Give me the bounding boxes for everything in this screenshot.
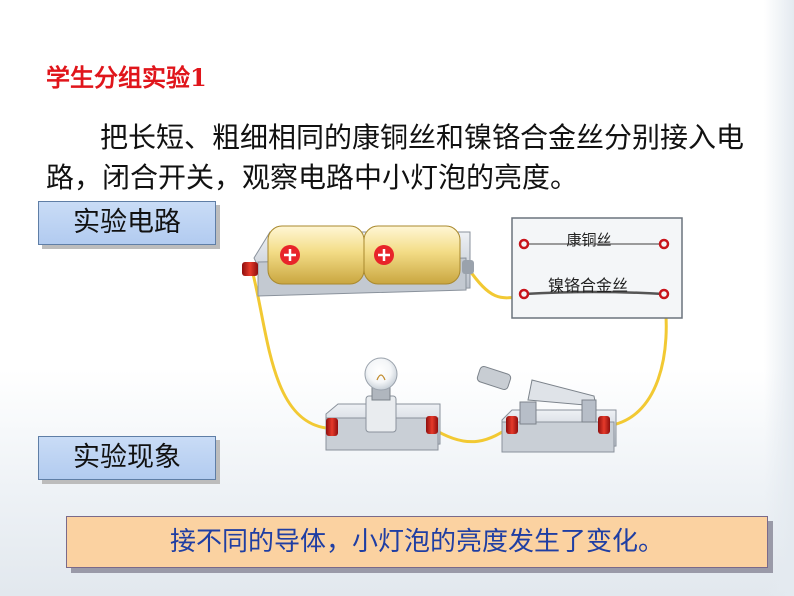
label-experiment-circuit: 实验电路 <box>38 201 216 245</box>
wire-lamp-to-switch <box>430 424 514 444</box>
label-nichrome-wire: 镍铬合金丝 <box>548 276 629 295</box>
board-terminal <box>518 288 530 300</box>
battery-terminal-left <box>242 262 258 276</box>
switch-terminal <box>598 416 610 434</box>
plus-icon <box>374 245 394 265</box>
background-stripe <box>764 0 794 596</box>
battery-holder <box>242 225 474 297</box>
switch-handle <box>476 365 512 391</box>
switch-terminal <box>506 416 518 434</box>
lamp-terminal <box>326 418 338 436</box>
experiment-description: 把长短、粗细相同的康铜丝和镍铬合金丝分别接入电路，闭合开关，观察电路中小灯泡的亮… <box>46 118 746 198</box>
battery-terminal-right <box>462 260 474 274</box>
board-terminal <box>518 238 530 250</box>
battery-cell-2 <box>363 225 461 285</box>
switch-blade <box>527 379 597 407</box>
lamp-holder <box>325 357 441 451</box>
board-terminal <box>658 288 670 300</box>
wire-battery-to-lamp <box>250 268 328 430</box>
light-bulb-icon <box>364 357 398 391</box>
resistance-wire-board <box>511 217 683 319</box>
experiment-description-text: 把长短、粗细相同的康铜丝和镍铬合金丝分别接入电路，闭合开关，观察电路中小灯泡的亮… <box>46 121 745 194</box>
label-experiment-phenomenon: 实验现象 <box>38 436 216 480</box>
lamp-terminal <box>426 416 438 434</box>
board-terminal <box>658 238 670 250</box>
slide-title: 学生分组实验1 <box>46 63 207 92</box>
knife-switch <box>476 365 617 453</box>
nichrome-wire <box>523 290 665 296</box>
label-constantan-wire: 康铜丝 <box>566 231 612 249</box>
conclusion-box: 接不同的导体，小灯泡的亮度发生了变化。 <box>66 516 768 568</box>
plus-icon <box>280 245 300 265</box>
